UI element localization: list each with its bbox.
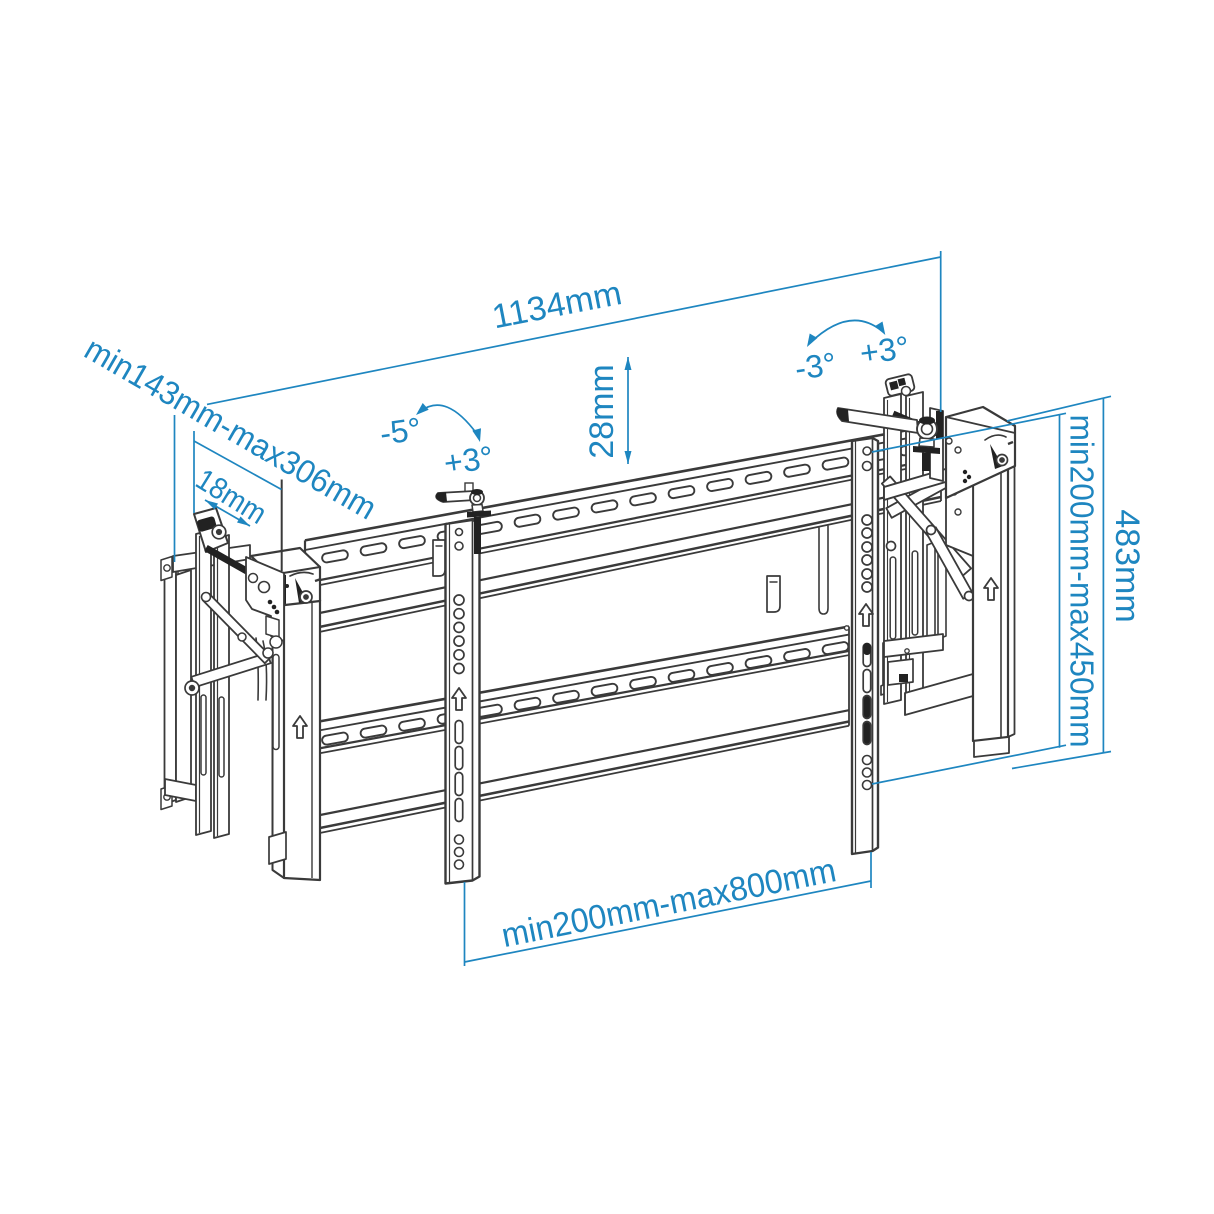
svg-text:+3°: +3°	[442, 439, 496, 482]
svg-text:+3°: +3°	[858, 329, 912, 372]
svg-text:-3°: -3°	[793, 345, 839, 386]
svg-text:min200mm-max450mm: min200mm-max450mm	[1064, 415, 1101, 748]
svg-text:28mm: 28mm	[583, 364, 621, 458]
svg-text:-5°: -5°	[378, 410, 424, 451]
svg-text:483mm: 483mm	[1108, 509, 1146, 622]
